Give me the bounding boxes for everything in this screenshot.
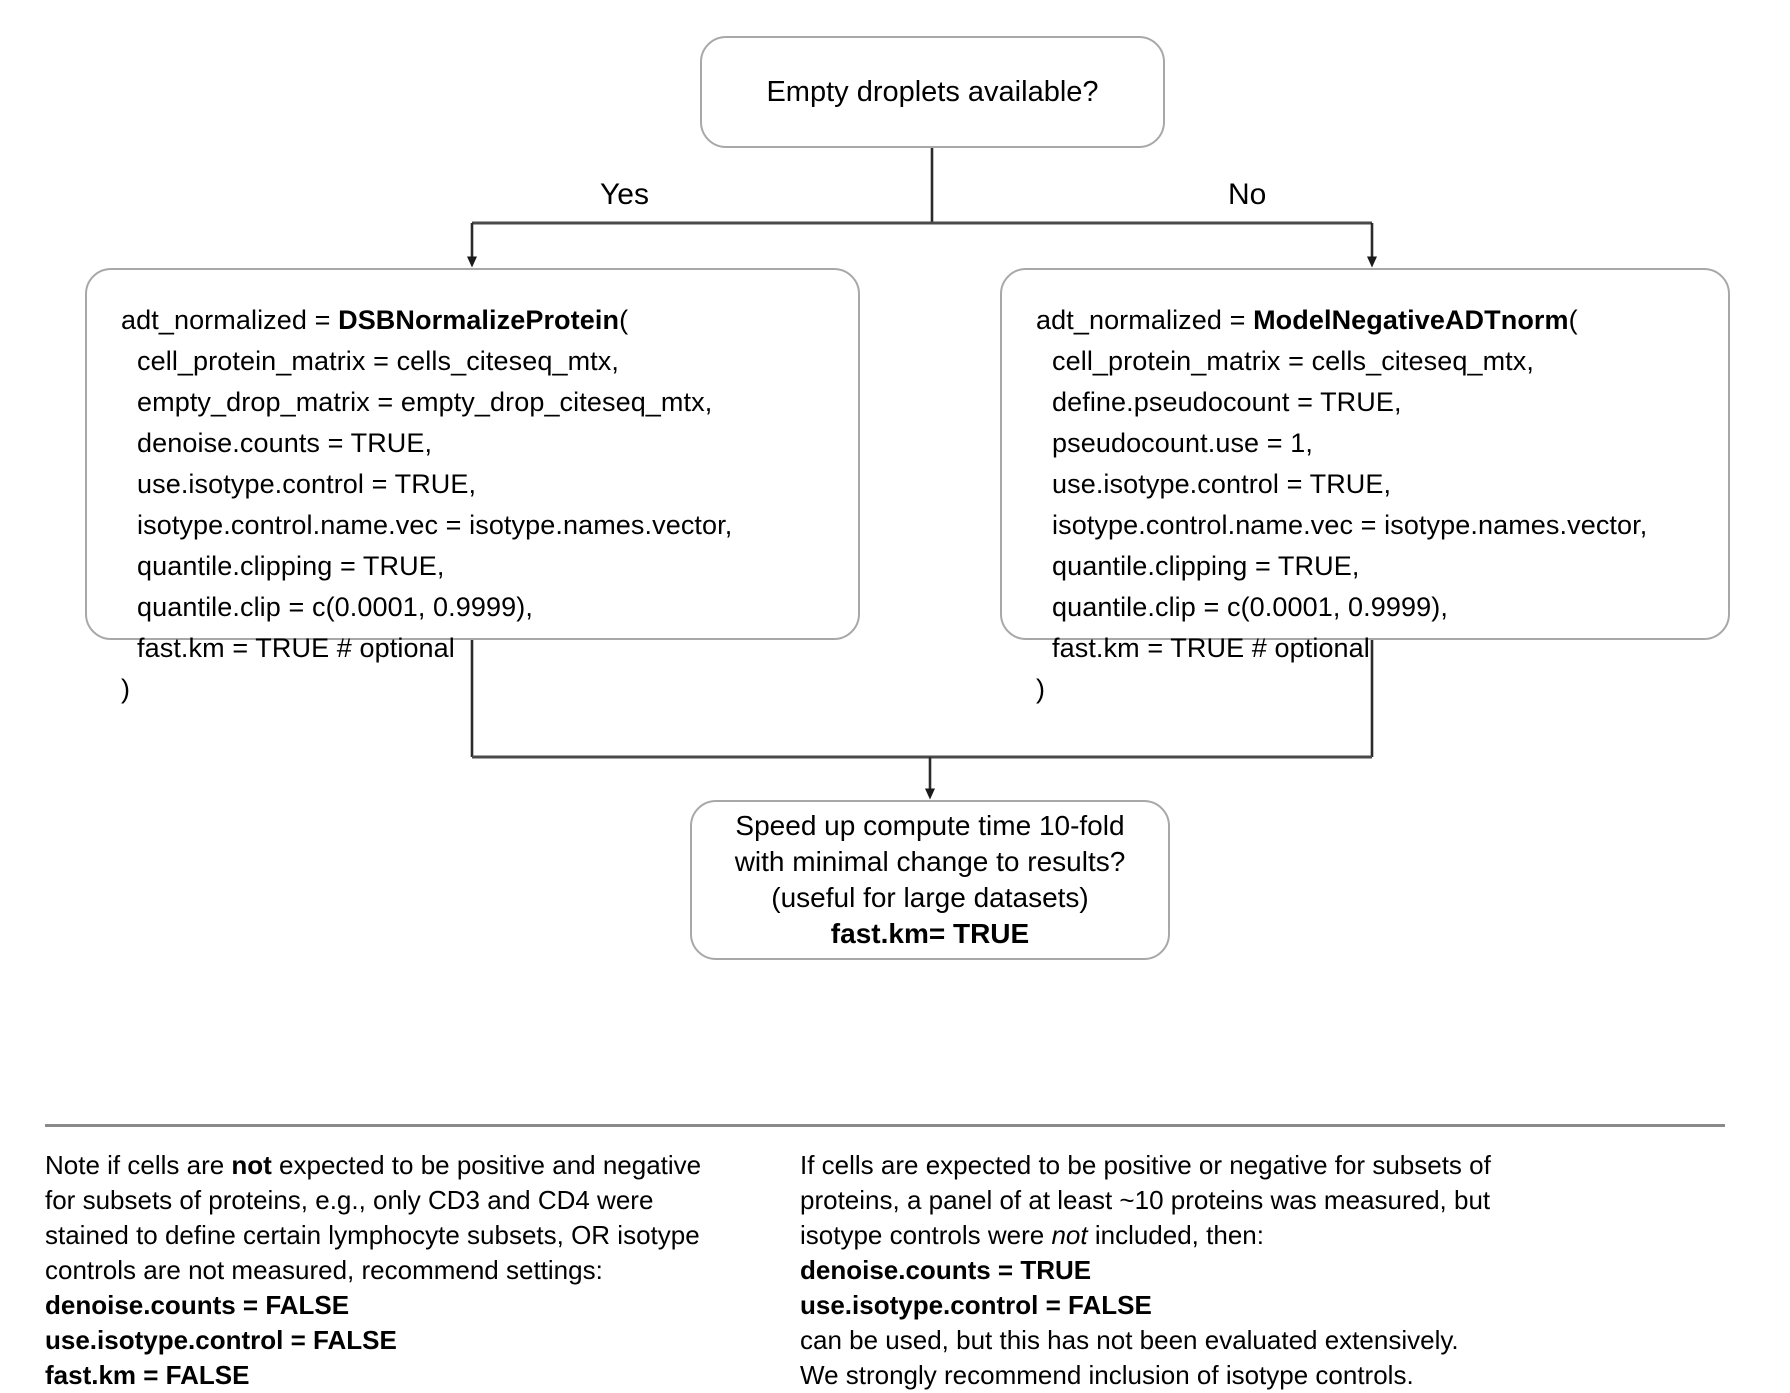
footer-left-line-1: Note if cells are not expected to be pos…: [45, 1148, 745, 1183]
dsb-line-8: quantile.clip = c(0.0001, 0.9999),: [121, 587, 830, 628]
model-negative-line-10: ): [1036, 669, 1700, 710]
model-negative-line-2: cell_protein_matrix = cells_citeseq_mtx,: [1036, 341, 1700, 382]
footer-right-line-2: proteins, a panel of at least ~10 protei…: [800, 1185, 1491, 1215]
node-dsb-normalize-protein[interactable]: adt_normalized = DSBNormalizeProtein(cel…: [85, 268, 860, 704]
footer-right-line-1: If cells are expected to be positive or …: [800, 1150, 1491, 1180]
model-negative-line-4-text: pseudocount.use = 1,: [1052, 428, 1313, 458]
branch-label-no: No: [1228, 178, 1267, 211]
footer-left-line-2: for subsets of proteins, e.g., only CD3 …: [45, 1185, 654, 1215]
footer-right-line-3-a: isotype controls were: [800, 1220, 1052, 1250]
dsb-line-5: use.isotype.control = TRUE,: [121, 464, 830, 505]
dsb-line-3-text: empty_drop_matrix = empty_drop_citeseq_m…: [137, 387, 713, 417]
code-block-model-negative: adt_normalized = ModelNegativeADTnorm( ce…: [1036, 300, 1700, 710]
dsb-line-4: denoise.counts = TRUE,: [121, 423, 830, 464]
footer-note-left: Note if cells are not expected to be pos…: [45, 1148, 745, 1393]
model-negative-function-name: ModelNegativeADTnorm: [1253, 305, 1569, 335]
footer-left-line-3: stained to define certain lymphocyte sub…: [45, 1220, 700, 1250]
model-negative-line-6-text: isotype.control.name.vec = isotype.names…: [1052, 510, 1648, 540]
node-empty-droplets-question[interactable]: Empty droplets available?: [700, 36, 1165, 148]
dsb-line-9: fast.km = TRUE # optional: [121, 628, 830, 669]
dsb-line-8-text: quantile.clip = c(0.0001, 0.9999),: [137, 592, 533, 622]
model-negative-line-3-text: define.pseudocount = TRUE,: [1052, 387, 1402, 417]
dsb-line-3: empty_drop_matrix = empty_drop_citeseq_m…: [121, 382, 830, 423]
footer-right-setting-denoise-counts: denoise.counts = TRUE: [800, 1255, 1092, 1285]
dsb-line-1-tail: (: [619, 305, 629, 335]
footer-right-line-3: isotype controls were not included, then…: [800, 1218, 1540, 1253]
model-negative-line-1-text: adt_normalized =: [1036, 305, 1254, 335]
footer-right-line-7: We strongly recommend inclusion of isoty…: [800, 1360, 1414, 1390]
dsb-line-9-text: fast.km = TRUE # optional: [137, 633, 455, 663]
dsb-line-1-text: adt_normalized =: [121, 305, 339, 335]
fastkm-line-4: fast.km= TRUE: [830, 918, 1030, 949]
model-negative-line-5-text: use.isotype.control = TRUE,: [1052, 469, 1392, 499]
footer-left-setting-use-isotype-control: use.isotype.control = FALSE: [45, 1325, 397, 1355]
dsb-line-2: cell_protein_matrix = cells_citeseq_mtx,: [121, 341, 830, 382]
footer-right-setting-use-isotype-control: use.isotype.control = FALSE: [800, 1290, 1152, 1320]
model-negative-line-3: define.pseudocount = TRUE,: [1036, 382, 1700, 423]
dsb-line-10: ): [121, 669, 830, 710]
model-negative-line-8-text: quantile.clip = c(0.0001, 0.9999),: [1052, 592, 1448, 622]
dsb-line-7: quantile.clipping = TRUE,: [121, 546, 830, 587]
footer-right-line-3-emphasis: not: [1051, 1220, 1088, 1250]
dsb-line-6: isotype.control.name.vec = isotype.names…: [121, 505, 830, 546]
footer-right-line-3-c: included, then:: [1087, 1220, 1264, 1250]
footer-left-line-1-a: Note if cells are: [45, 1150, 232, 1180]
dsb-line-1: adt_normalized = DSBNormalizeProtein(: [121, 300, 830, 341]
model-negative-line-6: isotype.control.name.vec = isotype.names…: [1036, 505, 1700, 546]
footer-left-line-4: controls are not measured, recommend set…: [45, 1255, 603, 1285]
model-negative-line-7: quantile.clipping = TRUE,: [1036, 546, 1700, 587]
dsb-line-10-text: ): [121, 674, 131, 704]
fastkm-line-2: with minimal change to results?: [734, 846, 1126, 877]
model-negative-line-9-text: fast.km = TRUE # optional: [1052, 633, 1370, 663]
footer-note-right: If cells are expected to be positive or …: [800, 1148, 1540, 1393]
fastkm-line-1: Speed up compute time 10-fold: [735, 810, 1125, 841]
model-negative-line-1: adt_normalized = ModelNegativeADTnorm(: [1036, 300, 1700, 341]
model-negative-line-9: fast.km = TRUE # optional: [1036, 628, 1700, 669]
dsb-function-name: DSBNormalizeProtein: [338, 305, 620, 335]
dsb-line-7-text: quantile.clipping = TRUE,: [137, 551, 445, 581]
model-negative-line-2-text: cell_protein_matrix = cells_citeseq_mtx,: [1052, 346, 1534, 376]
code-block-dsb: adt_normalized = DSBNormalizeProtein(cel…: [121, 300, 830, 710]
fastkm-line-3: (useful for large datasets): [771, 882, 1089, 913]
model-negative-line-8: quantile.clip = c(0.0001, 0.9999),: [1036, 587, 1700, 628]
node-fastkm-question[interactable]: Speed up compute time 10-fold with minim…: [690, 800, 1170, 960]
node-model-negative-adtnorm[interactable]: adt_normalized = ModelNegativeADTnorm( ce…: [1000, 268, 1730, 704]
dsb-line-5-text: use.isotype.control = TRUE,: [137, 469, 477, 499]
dsb-line-6-text: isotype.control.name.vec = isotype.names…: [137, 510, 733, 540]
model-negative-line-7-text: quantile.clipping = TRUE,: [1052, 551, 1360, 581]
footer-left-line-1-c: expected to be positive and negative: [271, 1150, 702, 1180]
footer-left-setting-denoise-counts: denoise.counts = FALSE: [45, 1290, 350, 1320]
model-negative-line-4: pseudocount.use = 1,: [1036, 423, 1700, 464]
node-empty-droplets-label: Empty droplets available?: [766, 75, 1099, 108]
footer-right-line-6: can be used, but this has not been evalu…: [800, 1325, 1459, 1355]
model-negative-line-1-tail: (: [1568, 305, 1578, 335]
footer-left-setting-fast-km: fast.km = FALSE: [45, 1360, 250, 1390]
model-negative-line-5: use.isotype.control = TRUE,: [1036, 464, 1700, 505]
node-fastkm-text: Speed up compute time 10-fold with minim…: [735, 808, 1126, 952]
model-negative-line-10-text: ): [1036, 674, 1046, 704]
footer-left-line-1-emphasis: not: [231, 1150, 272, 1180]
footer-divider: [45, 1124, 1725, 1127]
branch-label-yes: Yes: [600, 178, 649, 211]
dsb-line-4-text: denoise.counts = TRUE,: [137, 428, 433, 458]
dsb-line-2-text: cell_protein_matrix = cells_citeseq_mtx,: [137, 346, 619, 376]
